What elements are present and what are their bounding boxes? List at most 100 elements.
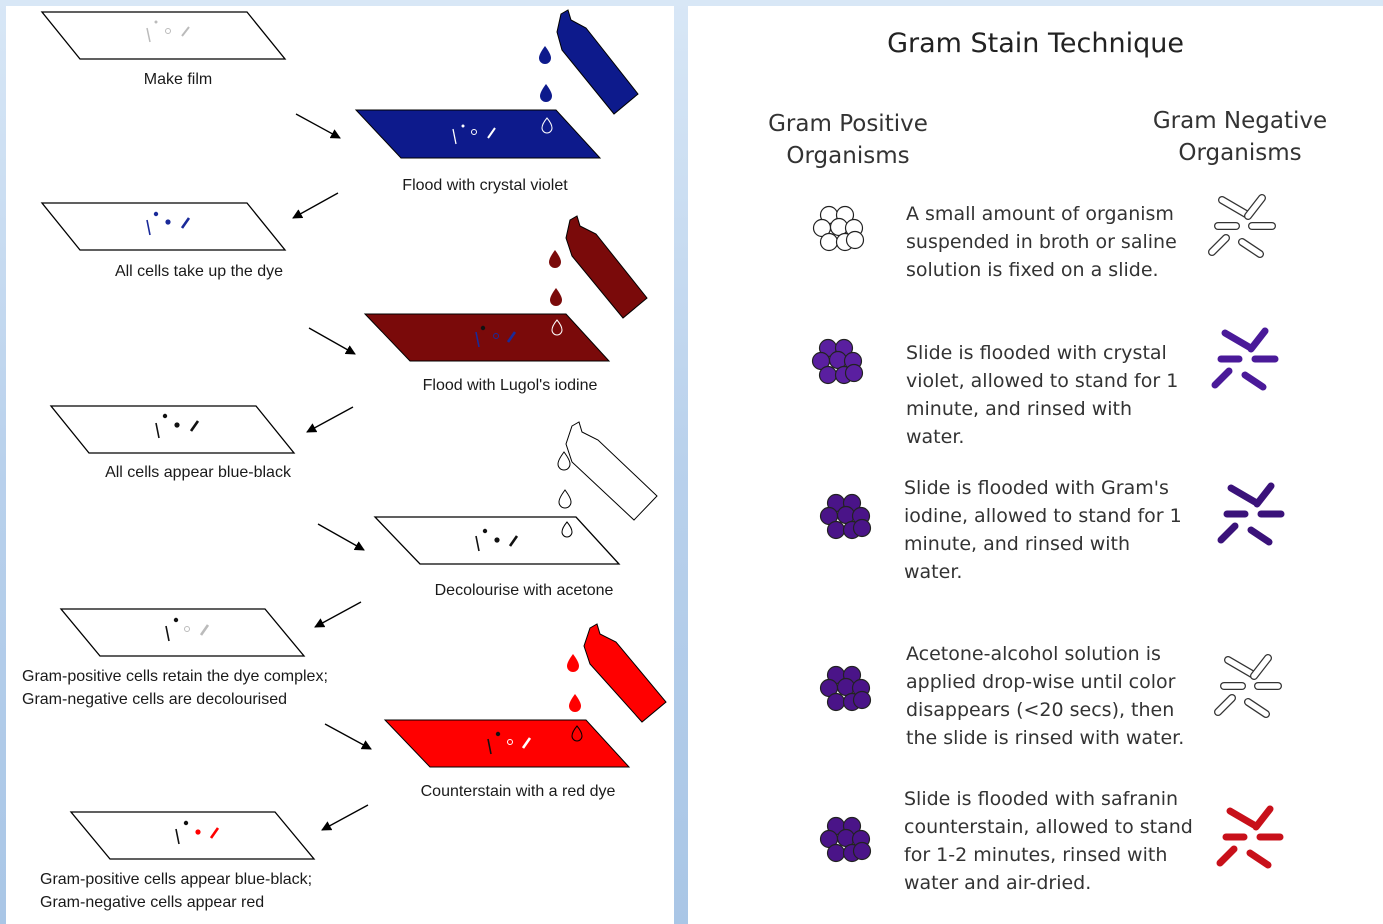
- right-diagram-panel: Gram Stain Technique Gram Positive Organ…: [688, 6, 1383, 924]
- gram-positive-cocci-cluster-4: [819, 665, 872, 712]
- label-flood-lugols: Flood with Lugol's iodine: [422, 377, 598, 394]
- rod-4-2: [1251, 655, 1271, 679]
- gram-negative-rods-4: [1214, 654, 1282, 718]
- step-2-line-4: water.: [906, 426, 965, 448]
- label-gram-neg-red: Gram-negative cells appear red: [40, 894, 265, 911]
- slide-gram-pos-retain: [59, 608, 306, 657]
- step-2-text: Slide is flooded with crystal violet, al…: [906, 339, 1178, 451]
- label-make-film: Make film: [143, 71, 213, 88]
- slide-lugols-iodine: [363, 313, 611, 362]
- rod-5-5: [1216, 845, 1238, 867]
- slide-all-cells-blue-black: [49, 405, 296, 454]
- diagram-title: Gram Stain Technique: [887, 28, 1184, 59]
- coccus-4-8: [852, 690, 872, 710]
- rod-4-5: [1215, 695, 1235, 715]
- step-3-line-1: Slide is flooded with Gram's: [904, 477, 1169, 499]
- rod-2-5: [1211, 367, 1233, 389]
- slide-crystal-violet: [354, 109, 602, 159]
- step-5-line-3: for 1-2 minutes, rinsed with: [904, 844, 1168, 866]
- step-1-line-1: A small amount of organism: [906, 203, 1174, 225]
- step-3-line-2: iodine, allowed to stand for 1: [904, 505, 1182, 527]
- gram-positive-cocci-cluster-5: [819, 816, 872, 863]
- step-3-line-4: water.: [904, 561, 963, 583]
- coccus-3-8: [852, 518, 872, 538]
- left-diagram-svg: [40, 9, 667, 860]
- rod-1-1: [1219, 197, 1249, 217]
- coccus-2-6: [818, 365, 838, 385]
- gram-negative-header-line1: Gram Negative: [1152, 108, 1328, 134]
- lugols-bottle: [549, 215, 648, 319]
- step-5-line-4: water and air-dried.: [904, 872, 1092, 894]
- step-1-text: A small amount of organism suspended in …: [906, 200, 1177, 284]
- rod-3-6: [1247, 526, 1273, 546]
- gram-positive-header-line2: Organisms: [786, 143, 910, 169]
- label-gram-pos-blue-black: Gram-positive cells appear blue-black;: [40, 871, 313, 888]
- right-diagram-svg: [811, 194, 1285, 869]
- flow-arrows: [292, 113, 372, 831]
- rod-3-2: [1253, 482, 1275, 508]
- step-4-line-1: Acetone-alcohol solution is: [906, 643, 1161, 665]
- step-5-line-1: Slide is flooded with safranin: [904, 788, 1179, 810]
- rod-2-6: [1241, 371, 1267, 391]
- step-5-text: Slide is flooded with safranin counterst…: [904, 785, 1193, 897]
- label-all-cells-take-up: All cells take up the dye: [114, 263, 284, 280]
- step-4-text: Acetone-alcohol solution is applied drop…: [906, 640, 1184, 752]
- crystal-violet-bottle: [539, 9, 639, 115]
- coccus-2-8: [844, 363, 864, 383]
- slide-all-cells-take-up: [40, 202, 287, 251]
- rod-4-1: [1225, 657, 1255, 677]
- step-4-line-3: disappears (<20 secs), then: [906, 699, 1175, 721]
- gram-positive-cocci-cluster-3: [819, 493, 872, 540]
- gram-negative-header-line2: Organisms: [1178, 140, 1302, 166]
- label-gram-pos-retain: Gram-positive cells retain the dye compl…: [22, 668, 328, 685]
- rod-1-5: [1209, 235, 1229, 255]
- rod-4-6: [1245, 699, 1269, 717]
- step-3-line-3: minute, and rinsed with: [904, 533, 1131, 555]
- label-decolourise: Decolourise with acetone: [434, 582, 614, 599]
- step-2-line-3: minute, and rinsed with: [906, 398, 1133, 420]
- label-all-cells-blue-black: All cells appear blue-black: [105, 464, 291, 481]
- rod-3-1: [1227, 484, 1259, 506]
- step-4-line-4: the slide is rinsed with water.: [906, 727, 1185, 749]
- gram-negative-rods-1: [1208, 194, 1276, 258]
- left-diagram-panel: Make film Flood with crystal violet All …: [6, 6, 674, 924]
- rod-5-1: [1226, 807, 1258, 829]
- slide-final: [69, 811, 316, 860]
- slide-counterstain: [383, 719, 631, 768]
- slide-make-film: [40, 11, 287, 60]
- label-final-block: Gram-positive cells appear blue-black; G…: [40, 868, 312, 914]
- gram-positive-cocci-cluster-1: [812, 205, 865, 252]
- coccus-5-6: [826, 843, 846, 863]
- label-counterstain: Counterstain with a red dye: [420, 783, 616, 800]
- gram-negative-rods-3: [1217, 482, 1285, 546]
- acetone-bottle: [557, 421, 658, 521]
- rod-3-5: [1217, 522, 1239, 544]
- label-flood-crystal-violet: Flood with crystal violet: [402, 177, 568, 194]
- rod-1-6: [1239, 239, 1263, 257]
- gram-negative-rods-2: [1211, 327, 1279, 391]
- step-2-line-1: Slide is flooded with crystal: [906, 342, 1167, 364]
- step-2-line-2: violet, allowed to stand for 1: [906, 370, 1179, 392]
- coccus-3-6: [826, 520, 846, 540]
- rod-2-2: [1247, 327, 1269, 353]
- label-gram-neg-decolourised: Gram-negative cells are decolourised: [22, 691, 288, 708]
- rod-5-6: [1246, 849, 1272, 869]
- coccus-1-8: [845, 230, 865, 250]
- step-1-line-2: suspended in broth or saline: [906, 231, 1177, 253]
- step-3-text: Slide is flooded with Gram's iodine, all…: [904, 474, 1182, 586]
- step-1-line-3: solution is fixed on a slide.: [906, 259, 1159, 281]
- rod-1-2: [1245, 195, 1265, 219]
- slide-decolourise: [373, 516, 621, 565]
- coccus-5-8: [852, 841, 872, 861]
- coccus-4-6: [826, 692, 846, 712]
- rod-2-1: [1221, 329, 1253, 351]
- gram-positive-cocci-cluster-2: [811, 338, 864, 385]
- step-5-line-2: counterstain, allowed to stand: [904, 816, 1193, 838]
- gram-positive-header-line1: Gram Positive: [768, 111, 928, 137]
- gram-negative-rods-5: [1216, 805, 1284, 869]
- gram-negative-header: Gram Negative Organisms: [1130, 105, 1350, 169]
- label-gram-retain-block: Gram-positive cells retain the dye compl…: [22, 665, 328, 711]
- gram-positive-header: Gram Positive Organisms: [738, 108, 958, 172]
- step-4-line-2: applied drop-wise until color: [906, 671, 1176, 693]
- rod-5-2: [1252, 805, 1274, 831]
